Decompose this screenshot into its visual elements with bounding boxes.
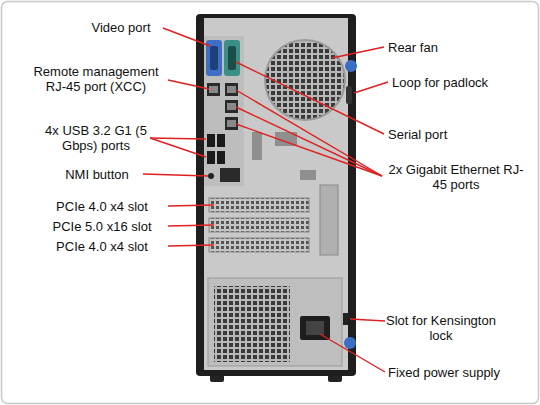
kensington-slot	[343, 313, 348, 325]
pcie-slot	[209, 218, 309, 232]
psu-fan	[214, 286, 290, 362]
rear-panel	[204, 18, 348, 370]
callout-label: Fixed power supply	[388, 365, 528, 380]
callout-label: Slot for Kensington lock	[386, 313, 496, 343]
callout-label: Remote management RJ-45 port (XCC)	[26, 64, 166, 94]
leader-lines	[143, 28, 388, 372]
callout-label: Loop for padlock	[392, 75, 532, 90]
padlock-loop	[346, 86, 352, 104]
pcie-slot	[209, 238, 309, 252]
callout-label: PCIe 4.0 x4 slot	[38, 239, 166, 254]
callout-label: 4x USB 3.2 G1 (5 Gbps) ports	[45, 123, 147, 153]
callout-label: Video port	[80, 20, 162, 35]
power-inlet	[300, 316, 330, 340]
rear-fan	[265, 40, 345, 120]
serial-port	[224, 40, 240, 76]
nmi-button	[208, 173, 214, 179]
rj45-xcc	[207, 83, 220, 96]
callout-label: PCIe 5.0 x16 slot	[38, 219, 166, 234]
chassis	[196, 14, 356, 376]
callout-label: 2x Gigabit Ethernet RJ-45 ports	[384, 162, 528, 192]
callout-label: Serial port	[388, 127, 498, 142]
callout-label: Rear fan	[388, 40, 478, 55]
callout-label: NMI button	[52, 167, 142, 182]
callout-label: PCIe 4.0 x4 slot	[38, 199, 166, 214]
pcie-slot	[209, 198, 309, 212]
